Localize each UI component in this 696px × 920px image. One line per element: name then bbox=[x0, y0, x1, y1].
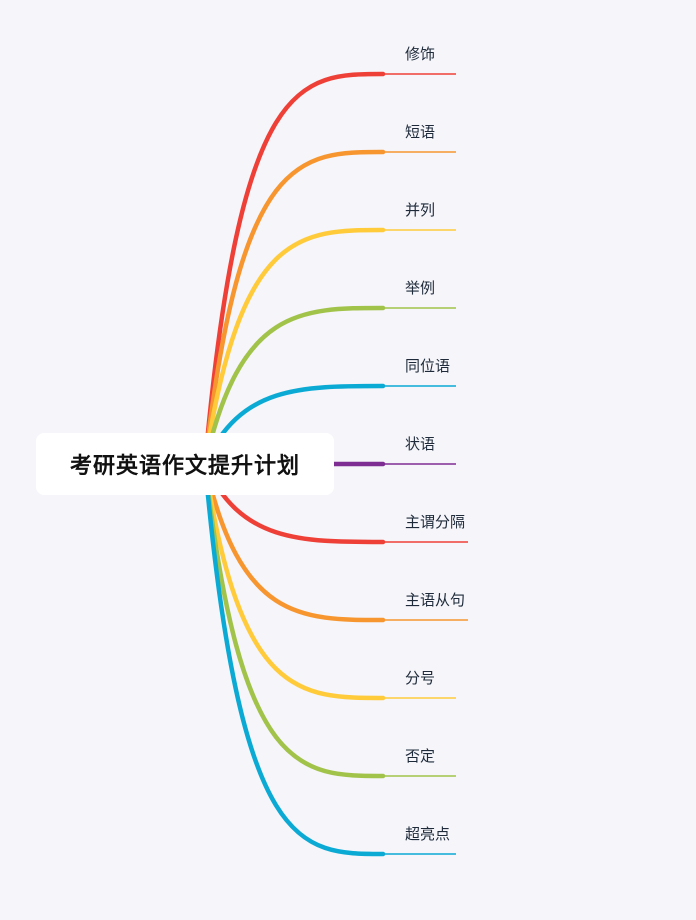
branch-topic[interactable]: 超亮点 bbox=[405, 825, 451, 843]
branch-topic[interactable]: 并列 bbox=[405, 201, 436, 219]
branch-curve bbox=[202, 149, 386, 467]
branch-topic[interactable]: 举例 bbox=[405, 279, 436, 297]
branch-topic[interactable]: 同位语 bbox=[405, 357, 451, 375]
branch-curve bbox=[202, 305, 386, 467]
branch-topic[interactable]: 修饰 bbox=[405, 45, 436, 63]
branch-curve bbox=[202, 461, 386, 623]
root-topic-title: 考研英语作文提升计划 bbox=[69, 454, 300, 479]
branch-curve bbox=[202, 461, 386, 779]
branch-curve bbox=[202, 461, 386, 857]
branch-topic[interactable]: 状语 bbox=[405, 435, 436, 453]
branch-topic[interactable]: 主语从句 bbox=[405, 591, 466, 609]
root-topic[interactable]: 考研英语作文提升计划 bbox=[36, 433, 334, 495]
branch-topic[interactable]: 主谓分隔 bbox=[405, 513, 466, 531]
branch-curve bbox=[202, 71, 386, 467]
branch-topic[interactable]: 否定 bbox=[405, 747, 436, 765]
branch-topic[interactable]: 短语 bbox=[405, 123, 436, 141]
branch-topic[interactable]: 分号 bbox=[405, 669, 436, 687]
branch-curve bbox=[202, 227, 386, 467]
branch-curve bbox=[202, 461, 386, 701]
